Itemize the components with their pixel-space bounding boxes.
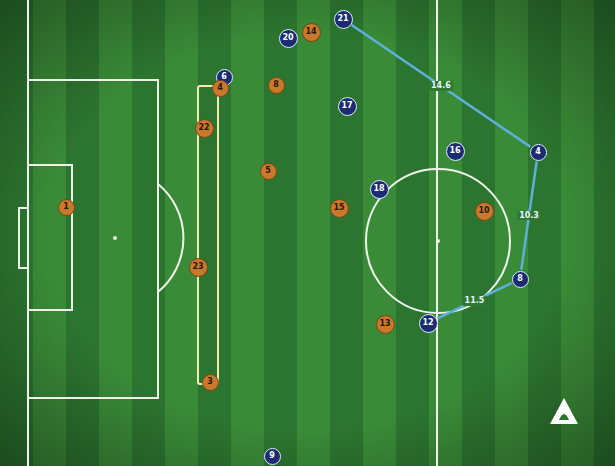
shirt-number: 17 — [341, 102, 352, 110]
blue-player: 16 — [446, 142, 465, 161]
penalty-arc — [158, 184, 183, 292]
blue-player: 8 — [512, 271, 529, 288]
shirt-number: 3 — [207, 378, 213, 386]
orange-player: 4 — [212, 80, 229, 97]
blue-player: 17 — [338, 97, 357, 116]
orange-player: 10 — [475, 202, 494, 221]
shirt-number: 14 — [305, 28, 316, 36]
pitch-lines — [19, 0, 510, 466]
shirt-number: 4 — [217, 84, 223, 92]
shirt-number: 13 — [379, 320, 390, 328]
blue-player: 21 — [334, 10, 353, 29]
orange-player: 14 — [302, 23, 321, 42]
penalty-spot — [113, 236, 117, 240]
orange-player: 8 — [268, 77, 285, 94]
broadcaster-logo — [550, 398, 578, 424]
distance-label: 11.5 — [463, 296, 487, 306]
shirt-number: 5 — [265, 167, 271, 175]
halfway-line — [436, 0, 438, 466]
offside-box — [198, 86, 218, 384]
shirt-number: 1 — [63, 203, 69, 211]
logo-cut — [559, 414, 569, 420]
logo-shape — [550, 398, 578, 424]
orange-player: 13 — [376, 315, 395, 334]
shirt-number: 18 — [373, 185, 384, 193]
shirt-number: 16 — [449, 147, 460, 155]
penalty-area — [28, 80, 158, 398]
blue-player: 20 — [279, 29, 298, 48]
shirt-number: 10 — [478, 207, 489, 215]
blue-player: 12 — [419, 314, 438, 333]
shirt-number: 9 — [269, 452, 275, 460]
shirt-number: 20 — [282, 34, 293, 42]
distance-line — [437, 283, 511, 318]
distance-label: 10.3 — [517, 211, 541, 221]
shirt-number: 23 — [192, 263, 203, 271]
goal — [19, 208, 28, 268]
distance-label: 14.6 — [429, 81, 453, 91]
centre-circle — [366, 169, 510, 313]
shirt-number: 15 — [333, 204, 344, 212]
orange-player: 22 — [195, 119, 214, 138]
blue-player: 4 — [530, 144, 547, 161]
shirt-number: 8 — [517, 275, 523, 283]
centre-spot — [436, 239, 440, 243]
blue-player: 9 — [264, 448, 281, 465]
distance-line — [352, 25, 530, 147]
shirt-number: 4 — [535, 148, 541, 156]
shirt-number: 22 — [198, 124, 209, 132]
shirt-number: 12 — [422, 319, 433, 327]
shirt-number: 21 — [337, 15, 348, 23]
goal-area — [28, 165, 72, 310]
orange-player: 3 — [202, 374, 219, 391]
orange-player: 5 — [260, 163, 277, 180]
shirt-number: 8 — [273, 81, 279, 89]
orange-player: 15 — [330, 199, 349, 218]
orange-player: 1 — [58, 199, 75, 216]
orange-player: 23 — [189, 258, 208, 277]
blue-player: 18 — [370, 180, 389, 199]
